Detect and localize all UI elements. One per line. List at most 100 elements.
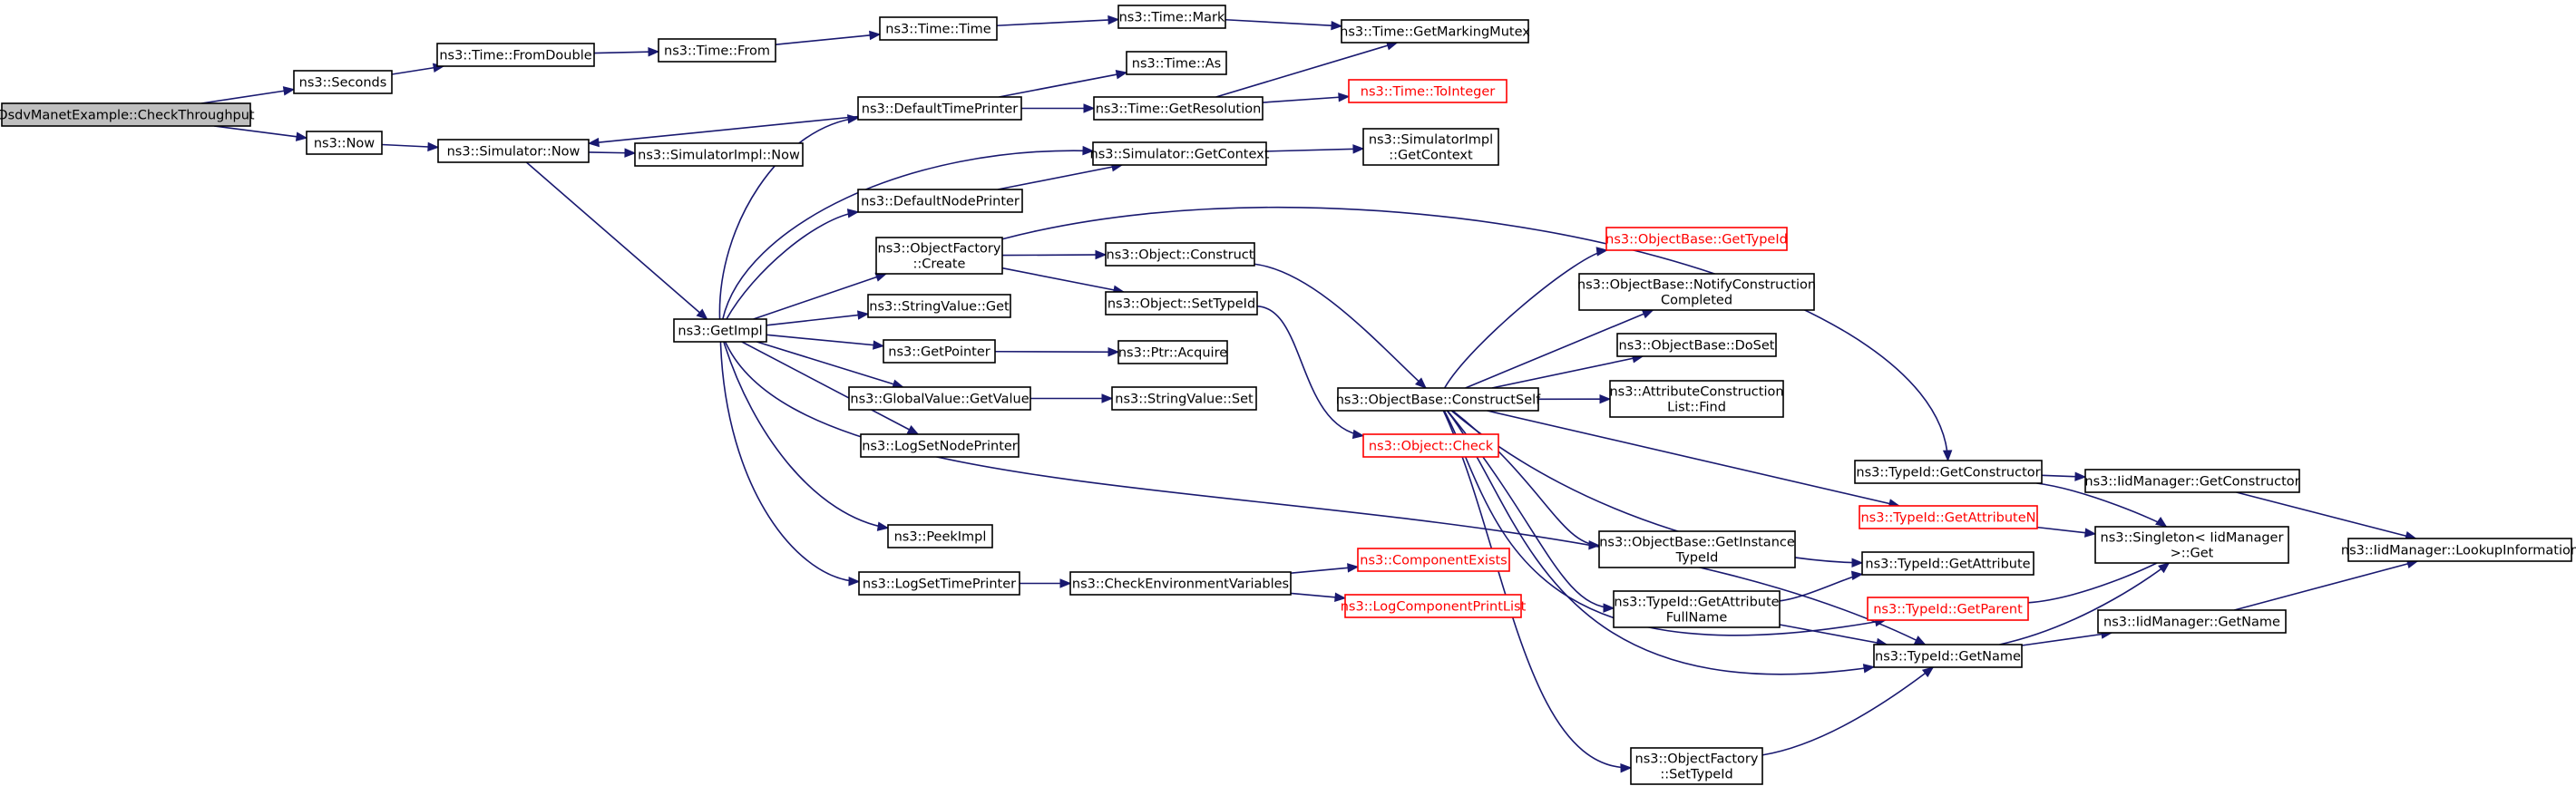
node-getresolution[interactable]: ns3::Time::GetResolution <box>1093 96 1264 121</box>
node-singletonget[interactable]: ns3::Singleton< IidManager >::Get <box>2094 526 2289 564</box>
node-defaulttimeprinter[interactable]: ns3::DefaultTimePrinter <box>857 96 1022 121</box>
node-typeidgetattributen[interactable]: ns3::TypeId::GetAttributeN <box>1859 505 2038 529</box>
node-objfactorycreate[interactable]: ns3::ObjectFactory::Create <box>875 237 1003 275</box>
node-doset[interactable]: ns3::ObjectBase::DoSet <box>1616 333 1777 357</box>
node-box <box>848 386 1031 411</box>
edge-objfactorycreate-to-objectconstruct <box>1001 254 1107 257</box>
arrowhead-simnow-to-getimpl <box>696 308 708 320</box>
node-objectconstruct[interactable]: ns3::Object::Construct <box>1105 242 1255 267</box>
node-objfactorysettypeid[interactable]: ns3::ObjectFactory::SetTypeId <box>1630 747 1763 785</box>
node-label: >::Get <box>2171 547 2214 561</box>
node-iidgetname[interactable]: ns3::IidManager::GetName <box>2097 609 2287 634</box>
node-getmarkingmutex[interactable]: ns3::Time::GetMarkingMutex <box>1340 19 1530 44</box>
node-seconds[interactable]: ns3::Seconds <box>293 70 393 94</box>
edge-defaultnodeprinter-to-simgetcontext <box>997 164 1123 190</box>
node-objbasegettypeid[interactable]: ns3::ObjectBase::GetTypeId <box>1605 227 1788 251</box>
arrowhead-checkenv-to-componentexists <box>1347 563 1360 573</box>
node-logsettimeprinter[interactable]: ns3::LogSetTimePrinter <box>858 571 1020 596</box>
node-box <box>867 294 1011 318</box>
node-label: ns3::Object::Construct <box>1107 248 1254 263</box>
node-from[interactable]: ns3::Time::From <box>658 38 776 63</box>
node-defaultnodeprinter[interactable]: ns3::DefaultNodePrinter <box>857 189 1023 213</box>
node-box <box>879 16 998 41</box>
node-getimpl[interactable]: ns3::GetImpl <box>673 318 767 343</box>
arrowhead-getimpl-to-defaulttimeprinter <box>846 114 860 124</box>
edge-getimpl-to-peekimpl <box>723 341 889 529</box>
arrowhead-getimpl-to-typeidgetname <box>1913 636 1927 645</box>
node-stringvalueget[interactable]: ns3::StringValue::Get <box>867 294 1011 318</box>
node-label: ns3::DefaultNodePrinter <box>861 195 1020 209</box>
node-timeas[interactable]: ns3::Time::As <box>1126 51 1227 75</box>
edge-constructself-to-objfactorysettypeid <box>1442 410 1632 769</box>
node-box <box>1092 141 1267 166</box>
node-box <box>2097 609 2287 634</box>
node-logsetnodeprinter[interactable]: ns3::LogSetNodePrinter <box>860 433 1020 458</box>
arrowhead-typeidgetconstructor-to-singletonget <box>2155 517 2168 528</box>
node-ptracquire[interactable]: ns3::Ptr::Acquire <box>1117 340 1228 364</box>
node-box <box>306 131 383 155</box>
node-box <box>2347 538 2572 562</box>
node-box <box>1613 590 1781 628</box>
node-fromdouble[interactable]: ns3::Time::FromDouble <box>436 43 595 67</box>
node-box <box>858 571 1020 596</box>
node-box <box>1117 340 1228 364</box>
node-peekimpl[interactable]: ns3::PeekImpl <box>887 524 993 548</box>
node-objectsettypeid[interactable]: ns3::Object::SetTypeId <box>1105 291 1258 315</box>
node-checkenv[interactable]: ns3::CheckEnvironmentVariables <box>1069 571 1292 596</box>
node-time[interactable]: ns3::Time::Time <box>879 16 998 41</box>
node-implgetcontext[interactable]: ns3::SimulatorImpl::GetContext <box>1362 128 1499 166</box>
arrowhead-getimpl-to-stringvalueget <box>856 310 870 320</box>
arrowhead-typeidgetname-to-singletonget <box>2158 562 2171 574</box>
node-box <box>436 43 595 67</box>
node-componentexists[interactable]: ns3::ComponentExists <box>1357 548 1510 572</box>
arrowhead-objectsettypeid-to-objectcheck <box>1351 429 1365 440</box>
node-getpointer[interactable]: ns3::GetPointer <box>883 339 996 364</box>
node-box <box>1117 5 1226 29</box>
node-lookupinformation[interactable]: ns3::IidManager::LookupInformation <box>2341 538 2576 562</box>
node-iidgetconstructor[interactable]: ns3::IidManager::GetConstructor <box>2084 469 2300 493</box>
node-box <box>1609 380 1784 418</box>
node-label: Completed <box>1661 294 1732 308</box>
node-box <box>1069 571 1292 596</box>
edge-getimpl-to-globalvaluegetvalue <box>756 341 903 388</box>
node-label: ns3::GetImpl <box>678 325 762 339</box>
arrowhead-constructself-to-getattrfullname <box>1603 603 1615 613</box>
arrowhead-getimpl-to-logsetnodeprinter <box>906 425 920 435</box>
arrowhead-getimpl-to-logsettimeprinter <box>848 577 861 587</box>
arrowhead-getpointer-to-ptracquire <box>1107 346 1120 357</box>
arrowhead-getimpl-to-peekimpl <box>876 521 890 531</box>
edge-defaulttimeprinter-to-simnow <box>588 115 859 144</box>
node-label: ns3::GlobalValue::GetValue <box>850 393 1029 407</box>
edge-getimpl-to-logsettimeprinter <box>719 341 860 583</box>
edge-defaulttimeprinter-to-timeas <box>999 72 1127 98</box>
node-label: ns3::ObjectBase::NotifyConstruction <box>1577 278 1816 293</box>
node-logcomponentprintlist[interactable]: ns3::LogComponentPrintList <box>1341 594 1527 618</box>
node-box <box>1867 597 2029 621</box>
arrowhead-typeidgetconstructor-to-iidgetconstructor <box>2074 471 2087 481</box>
node-simnow[interactable]: ns3::Simulator::Now <box>437 139 590 163</box>
node-now[interactable]: ns3::Now <box>306 131 383 155</box>
node-mark[interactable]: ns3::Time::Mark <box>1117 5 1226 29</box>
arrowhead-time-to-mark <box>1107 15 1120 25</box>
node-constructself[interactable]: ns3::ObjectBase::ConstructSelf <box>1336 387 1541 412</box>
node-box <box>883 339 996 364</box>
node-tointeger[interactable]: ns3::Time::ToInteger <box>1348 79 1508 103</box>
arrowhead-globalvaluegetvalue-to-stringvalueset <box>1101 393 1114 403</box>
node-objectcheck[interactable]: ns3::Object::Check <box>1362 433 1499 458</box>
node-typeidgetparent[interactable]: ns3::TypeId::GetParent <box>1867 597 2029 621</box>
node-simgetcontext[interactable]: ns3::Simulator::GetContext <box>1090 141 1270 166</box>
node-box <box>1 102 251 127</box>
node-label: ns3::ObjectFactory <box>878 242 1001 257</box>
node-simimplnow[interactable]: ns3::SimulatorImpl::Now <box>634 142 804 167</box>
node-notifyconstruction[interactable]: ns3::ObjectBase::NotifyConstructionCompl… <box>1577 273 1816 311</box>
node-label: ns3::TypeId::GetAttributeN <box>1860 511 2035 526</box>
node-label: ns3::Time::From <box>664 44 770 59</box>
node-typeidgetname[interactable]: ns3::TypeId::GetName <box>1873 644 2023 668</box>
node-typeidgetattribute[interactable]: ns3::TypeId::GetAttribute <box>1861 551 2034 576</box>
node-stringvalueset[interactable]: ns3::StringValue::Set <box>1111 386 1257 411</box>
node-globalvaluegetvalue[interactable]: ns3::GlobalValue::GetValue <box>848 386 1031 411</box>
node-typeidgetconstructor[interactable]: ns3::TypeId::GetConstructor <box>1854 460 2043 484</box>
